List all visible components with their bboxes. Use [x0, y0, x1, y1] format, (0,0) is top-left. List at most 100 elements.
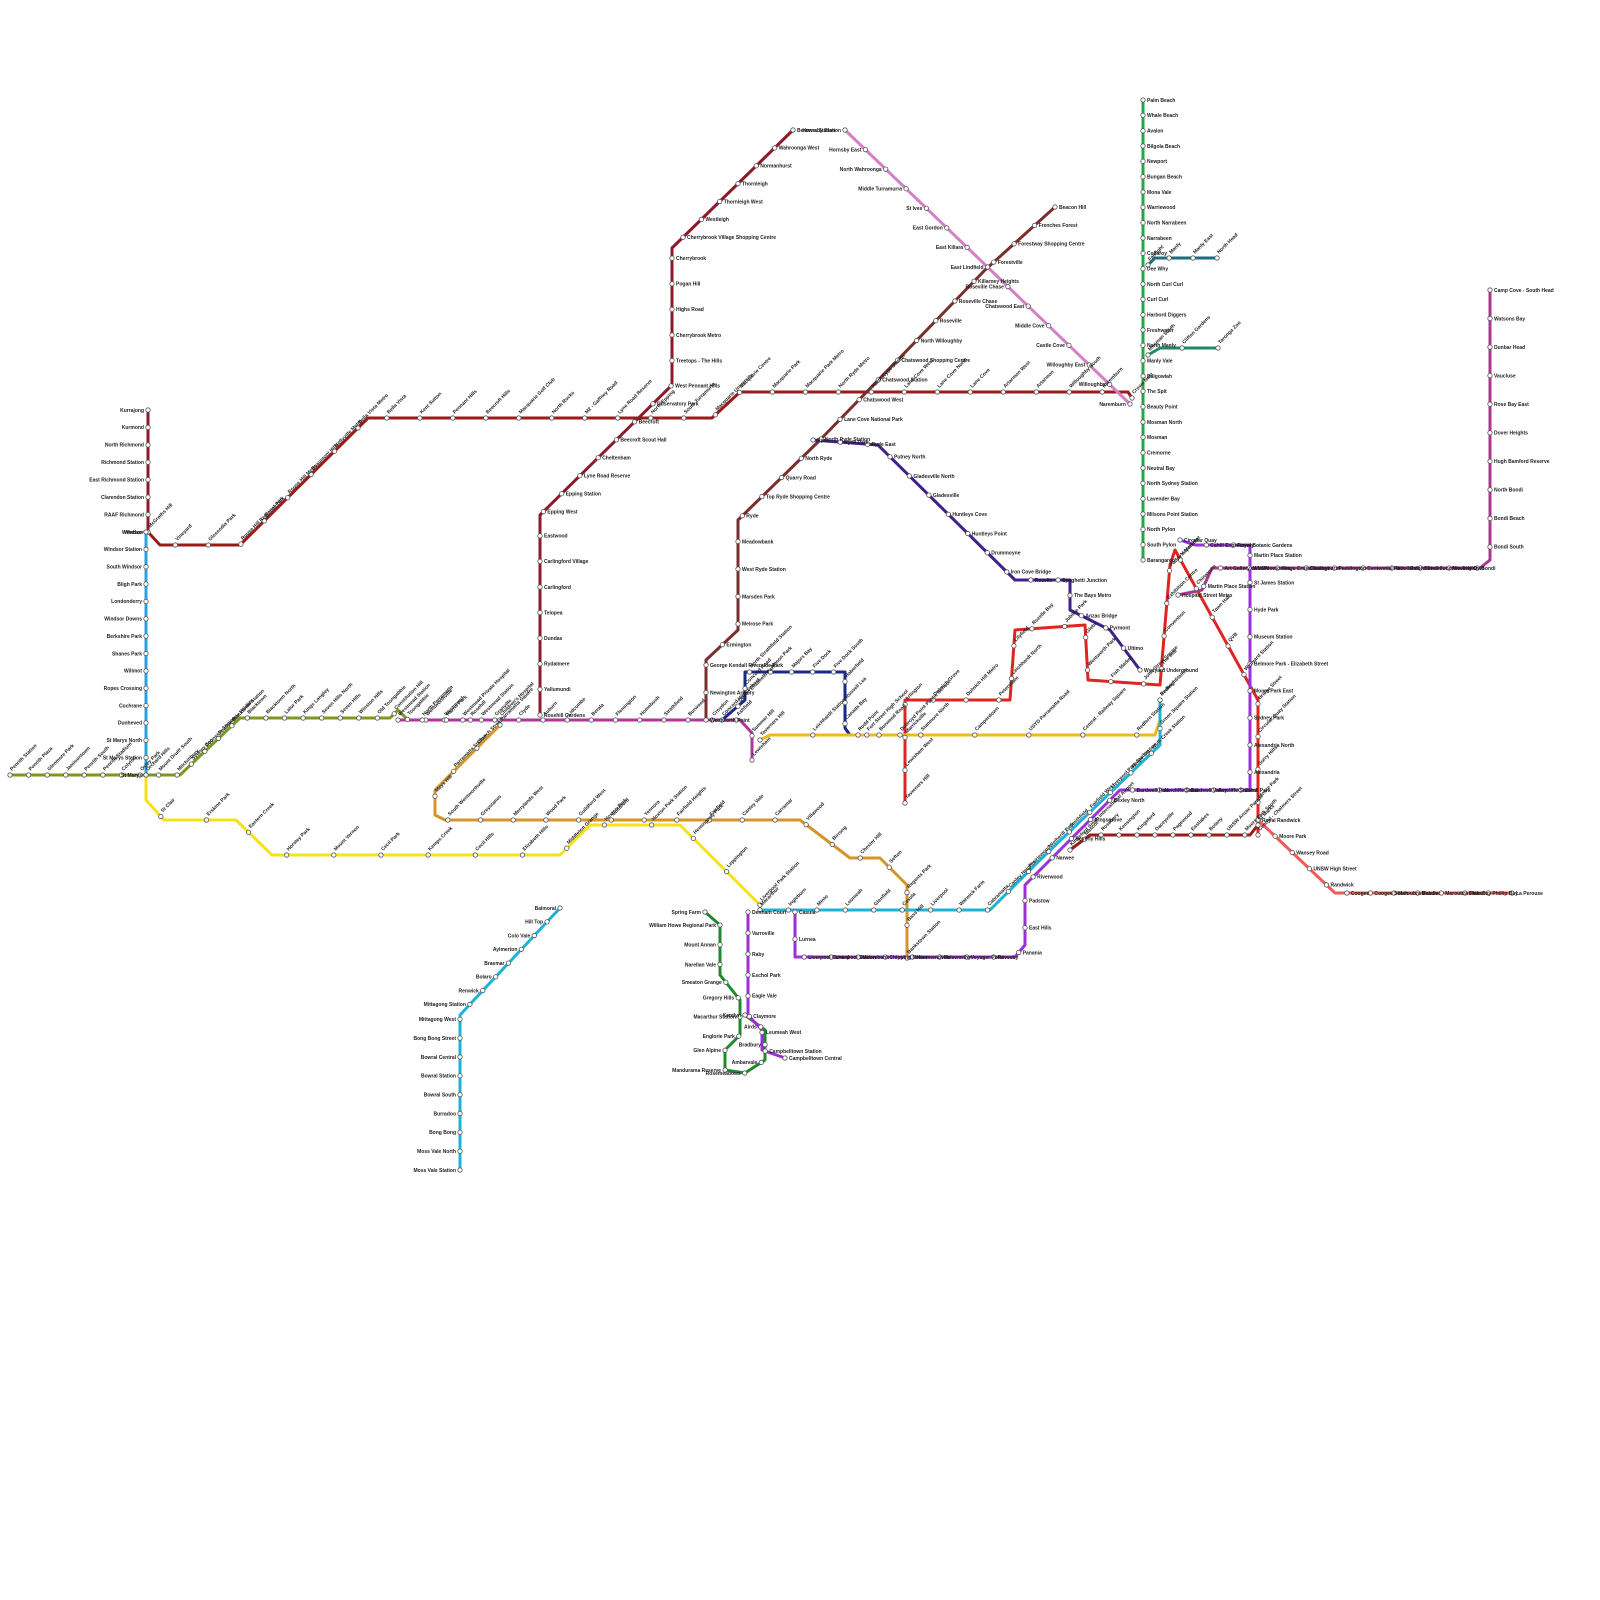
station-phillip-bay[interactable] — [1485, 890, 1492, 896]
station-collaroy[interactable] — [1140, 250, 1146, 256]
station-wynyard-underground[interactable] — [1137, 667, 1143, 673]
station-quarry-road[interactable] — [778, 474, 785, 481]
station-pagewood[interactable] — [1170, 832, 1176, 838]
station-north-ryde-station[interactable] — [868, 389, 875, 395]
station-freshwater[interactable] — [1140, 327, 1146, 333]
station-camp-cove-south-head[interactable] — [1487, 287, 1493, 293]
station-rydalmere[interactable] — [537, 661, 543, 667]
station-alexandria[interactable] — [1247, 769, 1253, 775]
station-newport[interactable] — [1140, 158, 1146, 164]
station-smeaton-grange[interactable] — [723, 979, 729, 985]
station-north-narrabeen[interactable] — [1140, 220, 1146, 226]
station-beecroft-scout-hall[interactable] — [613, 437, 620, 443]
station-bong-bong-street[interactable] — [457, 1035, 463, 1041]
station-mittagong-west[interactable] — [457, 1016, 463, 1022]
station-chatswood-station[interactable] — [875, 377, 881, 383]
station-convention[interactable] — [1161, 633, 1167, 639]
station-carlingford-village[interactable] — [537, 558, 543, 565]
station-macquarie-university[interactable] — [712, 412, 719, 418]
station-jamisontown[interactable] — [63, 772, 69, 778]
station-ryde[interactable] — [739, 513, 745, 519]
station-centennial-park-oxford-street[interactable] — [1360, 565, 1366, 571]
station-north-richmond[interactable] — [145, 442, 151, 448]
station-wood-park[interactable] — [543, 817, 549, 823]
station-hoxton-park-station[interactable] — [648, 822, 655, 828]
station-royal-botanic-gardens[interactable] — [1230, 542, 1237, 548]
station-forestville[interactable] — [991, 259, 997, 265]
station-penrith-south[interactable] — [81, 772, 87, 778]
station-lyne-road-reserve[interactable] — [577, 473, 583, 479]
station-mona-vale[interactable] — [1140, 189, 1146, 195]
station-hill-top[interactable] — [544, 919, 550, 925]
station-carramar[interactable] — [772, 817, 778, 823]
station-bardwell-park[interactable] — [1129, 787, 1136, 793]
station-lidcombe[interactable] — [564, 717, 570, 723]
station-belmore-park-elizabeth-street[interactable] — [1247, 661, 1253, 667]
station-st-marks[interactable] — [1255, 822, 1261, 828]
station-normanhurst[interactable] — [753, 163, 759, 169]
station-casula[interactable] — [899, 907, 905, 913]
station-botany[interactable] — [1206, 832, 1212, 838]
station-narellan-vale[interactable] — [717, 961, 723, 968]
station-wentworth-park[interactable] — [1084, 667, 1091, 673]
station-beacon-hill[interactable] — [1052, 204, 1058, 210]
station-toongabbie[interactable] — [404, 716, 410, 723]
station-claymore[interactable] — [746, 1013, 752, 1020]
station-coogee-south[interactable] — [1367, 890, 1374, 896]
station-rouse-hill[interactable] — [261, 518, 267, 524]
station-colo-vale[interactable] — [531, 932, 537, 939]
station-gladesville-north[interactable] — [906, 473, 913, 479]
station-orchard-hills[interactable] — [143, 772, 149, 778]
station-surry-hills[interactable] — [1255, 766, 1261, 773]
station-la-perouse[interactable] — [1509, 890, 1515, 896]
station-canley-heights[interactable] — [1005, 888, 1012, 895]
station-kensington[interactable] — [1116, 832, 1122, 838]
station-central-chalmers-street[interactable] — [1255, 832, 1261, 838]
station-malabar[interactable] — [1415, 890, 1421, 896]
station-bondi[interactable] — [1474, 565, 1480, 571]
station-darlinghurst[interactable] — [1303, 565, 1309, 571]
station-circular-quay[interactable] — [1177, 537, 1183, 543]
station-kurrajong[interactable] — [145, 407, 151, 413]
station-hugh-bamford-reserve[interactable] — [1487, 458, 1493, 464]
station-newington-armory[interactable] — [703, 689, 709, 696]
station-gregory-hills[interactable] — [735, 995, 741, 1001]
station-macquarie-centre[interactable] — [736, 389, 743, 395]
station-mandurama-reserve[interactable] — [722, 1067, 728, 1073]
station-shanes-park[interactable] — [143, 650, 149, 657]
station-spring-farm[interactable] — [702, 909, 708, 915]
station-beauty-point[interactable] — [1140, 404, 1146, 410]
station-horsley-park[interactable] — [283, 852, 290, 858]
station-eastern-creek[interactable] — [246, 829, 252, 835]
station-liverpool[interactable] — [927, 907, 934, 913]
station-lane-cove-national-park[interactable] — [837, 416, 843, 422]
station-merrylands-west[interactable] — [510, 817, 516, 823]
station-pogan-hill[interactable] — [669, 281, 675, 287]
station-richmond-station[interactable] — [145, 459, 151, 465]
station-treetops-the-hills[interactable] — [669, 357, 675, 364]
station-regents-park[interactable] — [904, 889, 910, 896]
station-moorebank[interactable] — [855, 954, 861, 960]
station-church-street[interactable] — [474, 745, 480, 751]
station-wahroonga-west[interactable] — [772, 145, 778, 151]
station-eastlakes[interactable] — [1188, 832, 1194, 838]
station-liverpool-park-station[interactable] — [757, 902, 763, 908]
station-west-ryde-station[interactable] — [735, 566, 741, 572]
station-cherrybrook-village-shopping-centre[interactable] — [680, 234, 686, 240]
station-arncliffe-south[interactable] — [1157, 787, 1163, 793]
station-chatswood-west[interactable] — [856, 396, 862, 403]
station-taronga-zoo[interactable] — [1215, 345, 1221, 351]
station-m2-gaffney-road[interactable] — [582, 415, 588, 421]
station-george-kendall-riverside-park[interactable] — [703, 662, 709, 668]
station-the-spit[interactable] — [1140, 388, 1146, 394]
station-kellyville-metro[interactable] — [331, 448, 338, 454]
station-camperdown[interactable] — [972, 732, 978, 738]
station-fairlight[interactable] — [1145, 262, 1151, 268]
station-smithfield[interactable] — [1066, 829, 1072, 835]
station-flemington[interactable] — [612, 717, 619, 723]
station-the-bays-metro[interactable] — [1067, 592, 1073, 599]
station-oxley-park[interactable] — [137, 772, 143, 778]
station-cecil-hills[interactable] — [472, 852, 478, 858]
station-manly-east[interactable] — [1190, 255, 1196, 261]
station-roseville-chase[interactable] — [952, 298, 958, 304]
